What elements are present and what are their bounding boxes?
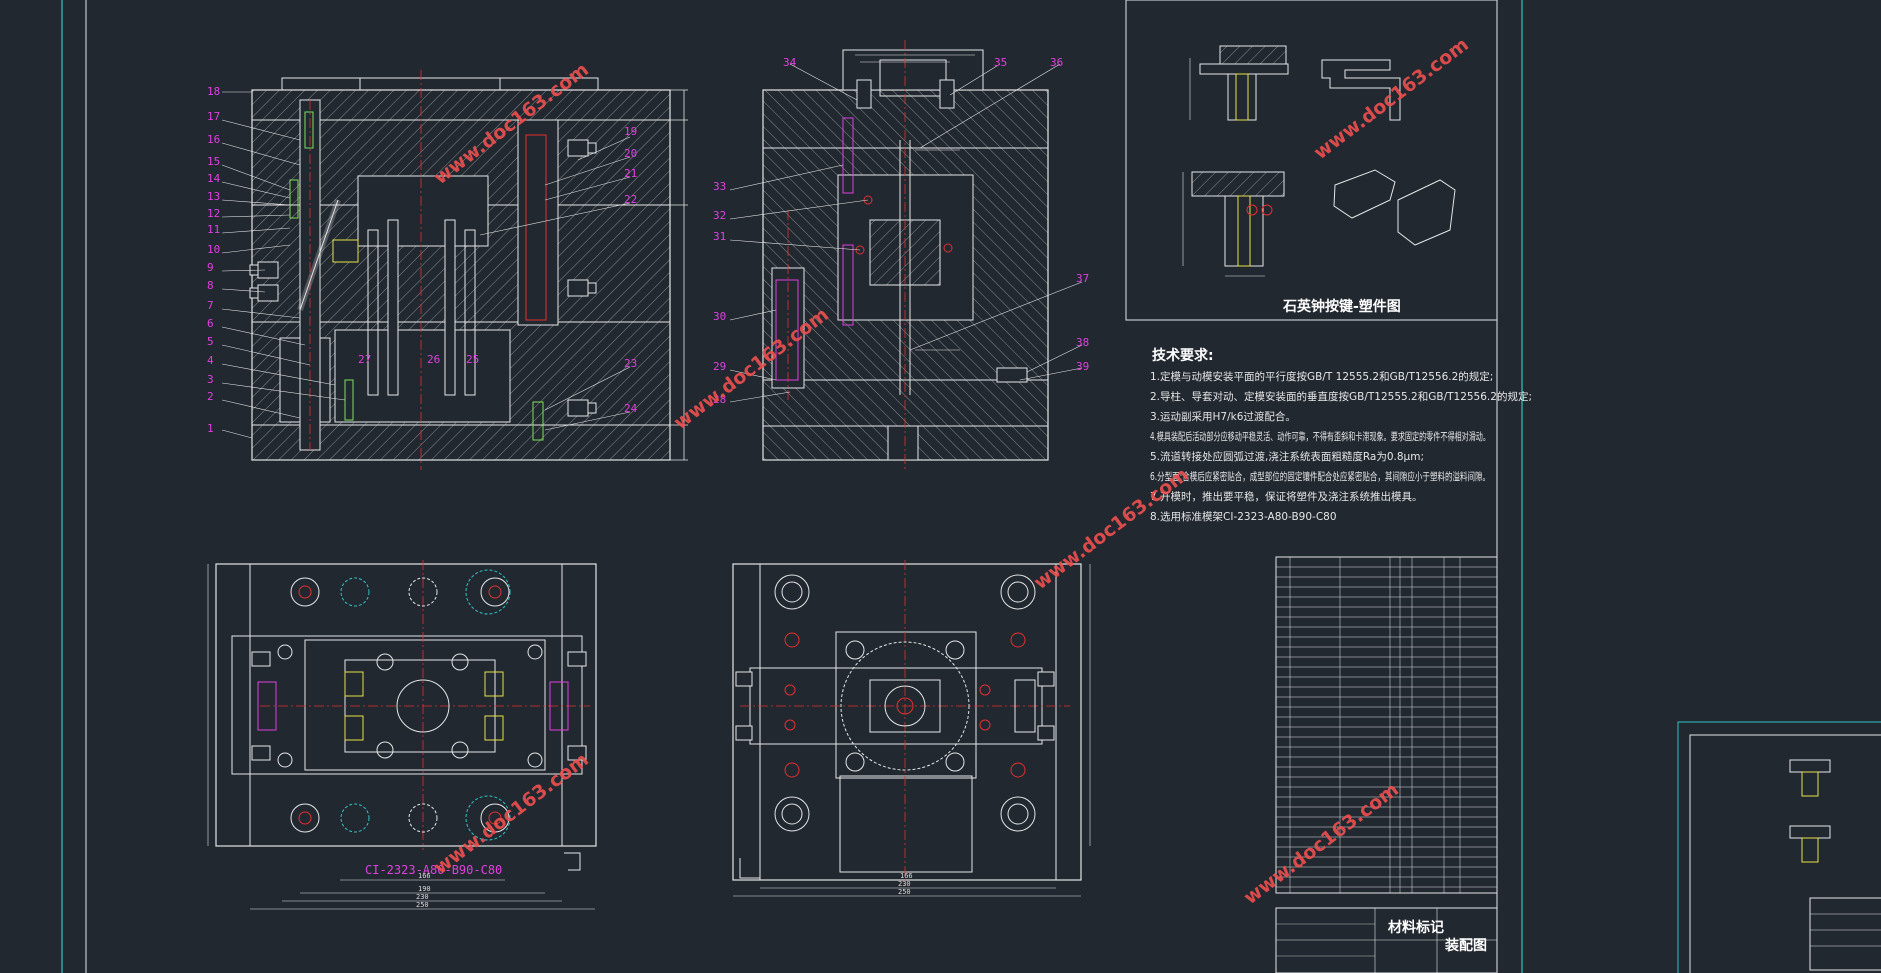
tech-item-5: 5.流道转接处应圆弧过渡,浇注系统表面粗糙度Ra为0.8μm; (1150, 450, 1424, 463)
section-b-right-labels: 35 36 37 38 39 (994, 56, 1089, 373)
watermark-text: www.doc163.com (1030, 464, 1193, 594)
svg-text:材料标记: 材料标记 (1388, 919, 1444, 936)
callout-label: 22 (624, 193, 637, 206)
section-b-left-labels: 34 33 32 31 30 29 28 (713, 56, 797, 406)
callout-label: 3 (207, 373, 214, 386)
callout-label: 4 (207, 354, 214, 367)
callout-label: 28 (713, 393, 726, 406)
plan-b-dim-250: 250 (898, 888, 911, 896)
callout-label: 23 (624, 357, 637, 370)
plan-view-right: 166 230 250 (732, 560, 1091, 897)
callout-label: 24 (624, 402, 638, 415)
callout-label: 2 (207, 390, 214, 403)
callout-label: 39 (1076, 360, 1089, 373)
callout-label: 16 (207, 133, 220, 146)
callout-label: 36 (1050, 56, 1063, 69)
section-a-part-labels: 18 17 16 15 14 13 12 11 10 9 8 7 6 5 4 3 2 1 (207, 85, 221, 435)
drawing-frame (61, 0, 1523, 973)
bom-table (1275, 556, 1498, 973)
svg-text:166: 166 (418, 872, 431, 880)
tech-item-3: 3.运动副采用H7/k6过渡配合。 (1150, 410, 1296, 423)
watermark-text: www.doc163.com (1310, 34, 1473, 164)
svg-text:250: 250 (416, 901, 429, 909)
part-view-caption: 石英钟按键-塑件图 (1282, 298, 1401, 315)
callout-label: 7 (207, 299, 214, 312)
svg-text:230: 230 (416, 893, 429, 901)
callout-label: 18 (207, 85, 220, 98)
callout-label: 37 (1076, 272, 1089, 285)
tech-item-1: 1.定模与动模安装平面的平行度按GB/T 12555.2和GB/T12556.2… (1150, 370, 1493, 383)
section-a-right-labels: 19 20 21 22 23 24 (624, 125, 638, 415)
callout-label: 20 (624, 147, 637, 160)
callout-label: 33 (713, 180, 726, 193)
callout-label: 17 (207, 110, 220, 123)
callout-label: 11 (207, 223, 220, 236)
section-view-left (221, 70, 688, 470)
callout-label: 19 (624, 125, 637, 138)
callout-label: 15 (207, 155, 220, 168)
watermark-text: www.doc163.com (430, 749, 593, 879)
section-a-bottom-labels: 27 26 25 (358, 353, 479, 366)
plan-b-dim-230: 230 (898, 880, 911, 888)
tech-item-7: 7.开模时，推出要平稳，保证将塑件及浇注系统推出模具。 (1150, 490, 1423, 503)
callout-label: 26 (427, 353, 440, 366)
callout-label: 21 (624, 167, 637, 180)
callout-label: 14 (207, 172, 221, 185)
callout-label: 13 (207, 190, 220, 203)
callout-label: 38 (1076, 336, 1089, 349)
plan-b-dim-166: 166 (900, 872, 913, 880)
tech-item-6: 6.分型面:合模后应紧密贴合，成型部位的固定镶件配合处应紧密贴合，其间隙应小于塑… (1150, 470, 1490, 483)
callout-label: 27 (358, 353, 371, 366)
callout-label: 30 (713, 310, 726, 323)
plan-view-left: CI-2323-A80-B90-C80 166 190 230 250 (207, 560, 597, 910)
callout-label: 31 (713, 230, 726, 243)
tech-item-4: 4.模具装配后活动部分应移动平稳灵活、动作可靠，不得有歪斜和卡滞现象。要求固定的… (1150, 430, 1490, 443)
callout-label: 9 (207, 261, 214, 274)
callout-label: 1 (207, 422, 214, 435)
section-view-right (729, 40, 1083, 470)
callout-label: 32 (713, 209, 726, 222)
tech-heading: 技术要求: (1152, 347, 1214, 364)
bom-title: 装配图 (1444, 937, 1487, 954)
tech-item-8: 8.选用标准模架CI-2323-A80-B90-C80 (1150, 510, 1337, 523)
tech-requirements: 技术要求: 1.定模与动模安装平面的平行度按GB/T 12555.2和GB/T1… (1150, 347, 1532, 523)
callout-label: 6 (207, 317, 214, 330)
watermark-text: www.doc163.com (1240, 779, 1403, 909)
callout-label: 25 (466, 353, 479, 366)
callout-label: 5 (207, 335, 214, 348)
part-drawing-panel (1182, 45, 1456, 277)
svg-text:190: 190 (418, 885, 431, 893)
callout-label: 29 (713, 360, 726, 373)
callout-label: 10 (207, 243, 220, 256)
callout-label: 34 (783, 56, 797, 69)
callout-label: 8 (207, 279, 214, 292)
callout-label: 35 (994, 56, 1007, 69)
plan-a-caption: CI-2323-A80-B90-C80 (365, 863, 502, 877)
sheet-thumbnail (1677, 721, 1881, 973)
tech-item-2: 2.导柱、导套对动、定模安装面的垂直度按GB/T12555.2和GB/T1255… (1150, 390, 1532, 403)
callout-label: 12 (207, 207, 220, 220)
